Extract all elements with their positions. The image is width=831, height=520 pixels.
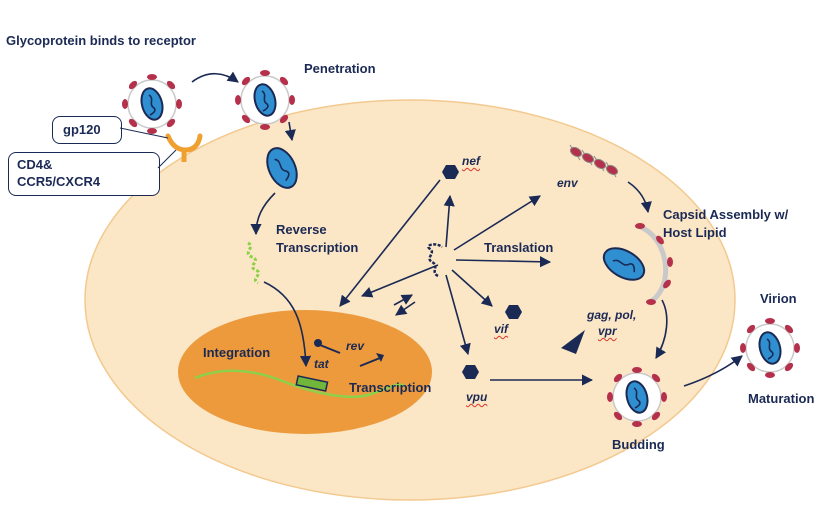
label-transcription: Transcription <box>349 380 432 395</box>
pathway-arrows <box>191 71 743 387</box>
label-budding: Budding <box>612 437 665 452</box>
gp120-box: gp120 <box>52 116 122 144</box>
env-glycoproteins <box>569 144 619 178</box>
vpu-protein-icon <box>462 365 479 379</box>
label-vpu: vpu <box>466 390 488 404</box>
nef-protein-icon <box>442 165 459 179</box>
label-glycoprotein: Glycoprotein binds to receptor <box>6 33 196 48</box>
label-integration: Integration <box>203 345 271 360</box>
label-capsid-assembly-1: Capsid Assembly w/ <box>663 207 789 222</box>
host-dna-strand <box>194 369 407 398</box>
label-cd4-line1: CD4& <box>17 157 53 172</box>
label-maturation: Maturation <box>748 391 815 406</box>
label-vif: vif <box>494 322 509 336</box>
label-reverse-transcription-2: Transcription <box>276 240 359 255</box>
tat-protein-icon <box>314 339 341 354</box>
cd4-receptor <box>165 133 203 162</box>
integrated-provirus <box>295 375 329 392</box>
gag-pol-vpr-icon <box>561 330 585 354</box>
vif-protein-icon <box>505 305 522 319</box>
cd4-receptor-box: CD4& CCR5/CXCR4 <box>8 152 160 196</box>
label-translation: Translation <box>484 240 554 255</box>
label-virion: Virion <box>760 291 797 306</box>
label-tat: tat <box>314 357 329 371</box>
nucleus <box>178 310 432 434</box>
label-cd4-line2: CCR5/CXCR4 <box>17 174 101 189</box>
label-vpr: vpr <box>598 324 617 338</box>
label-gag-pol: gag, pol, <box>587 308 637 322</box>
label-rev: rev <box>346 339 365 353</box>
label-penetration: Penetration <box>304 61 376 76</box>
capsid-inside-cell <box>266 147 298 189</box>
label-capsid-assembly-2: Host Lipid <box>663 225 727 240</box>
label-nef: nef <box>462 154 480 168</box>
rev-protein-icon <box>359 353 384 367</box>
capsid-assembly <box>602 223 673 305</box>
viral-rna-icon <box>427 243 443 278</box>
label-gp120: gp120 <box>63 122 101 137</box>
label-reverse-transcription-1: Reverse <box>276 222 327 237</box>
label-env: env <box>557 176 578 190</box>
viral-dna-icon <box>246 241 260 285</box>
